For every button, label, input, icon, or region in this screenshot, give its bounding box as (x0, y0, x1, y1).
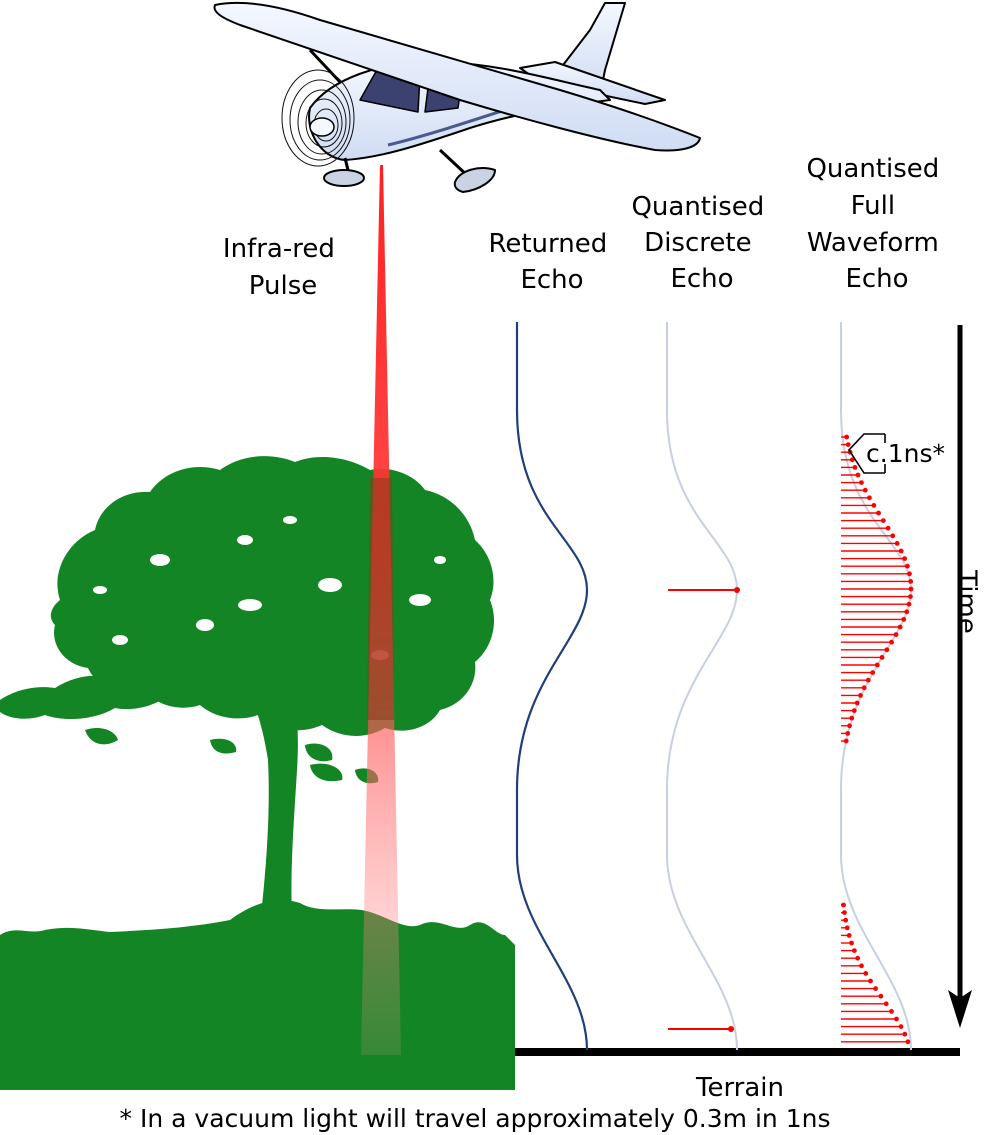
sample-point (868, 978, 873, 984)
sample-point (855, 472, 861, 478)
sample-point (880, 518, 886, 523)
discrete-echo-group (666, 322, 740, 1051)
sample-point (904, 609, 910, 615)
waveform-samples (841, 434, 914, 1045)
returned-echo-label: Returned Echo (488, 229, 615, 295)
sample-point (859, 963, 864, 969)
aircraft-icon (213, 1, 701, 193)
sample-point (893, 632, 899, 637)
tree-silhouette-icon (0, 456, 515, 1090)
sample-point (841, 902, 846, 908)
sample-point (901, 617, 907, 622)
sample-point (870, 670, 876, 675)
sample-point (890, 533, 896, 539)
sample-point (849, 457, 855, 463)
sample-point (873, 986, 878, 991)
sample-point (878, 993, 884, 999)
sample-point (876, 510, 881, 516)
full-waveform-echo-group (840, 322, 914, 1051)
sample-point (907, 571, 912, 577)
sample-point (885, 525, 891, 531)
sample-point (874, 662, 880, 668)
sample-point (852, 465, 858, 470)
beam-canopy-overlap (367, 478, 394, 720)
sample-point (898, 548, 904, 554)
sample-point (894, 541, 900, 546)
sample-point (845, 442, 851, 447)
sample-point (879, 655, 885, 660)
sample-point (847, 723, 852, 729)
sample-point (858, 693, 863, 698)
sample-point (845, 731, 851, 736)
sample-point (906, 601, 912, 607)
sample-point (898, 1024, 904, 1029)
sample-point (908, 594, 913, 599)
sample-point (843, 917, 849, 923)
sample-point (889, 639, 894, 645)
sample-point (843, 738, 849, 744)
canopy-gaps (93, 516, 446, 660)
sample-point (851, 708, 857, 713)
sample-point (851, 948, 857, 953)
returned-echo-curve (515, 322, 589, 1051)
sample-point (862, 487, 868, 493)
sample-point (905, 563, 910, 569)
sample-point (908, 579, 914, 584)
time-label: Time (952, 569, 982, 634)
interval-label: c.1ns* (866, 439, 945, 468)
sample-point (902, 1031, 908, 1037)
sample-point (865, 677, 871, 683)
sample-point (849, 715, 855, 721)
sample-point (842, 910, 847, 915)
footnote-text: * In a vacuum light will travel approxim… (120, 1104, 831, 1133)
sample-point (849, 940, 854, 946)
sample-point (846, 933, 852, 938)
sample-point (883, 1001, 889, 1007)
sample-point (854, 700, 860, 706)
discrete-echo-label: Quantised Discrete Echo (631, 192, 772, 294)
sample-point (884, 647, 890, 653)
sample-point (897, 624, 903, 630)
sample-point (902, 556, 908, 561)
sample-point (894, 1016, 899, 1022)
sample-point (889, 1009, 894, 1014)
sample-point (861, 685, 867, 691)
sample-point (859, 480, 864, 485)
full-waveform-echo-label: Quantised Full Waveform Echo (806, 154, 947, 294)
sample-point (905, 1039, 911, 1045)
sample-point (844, 434, 849, 440)
sample-point (908, 586, 914, 592)
interval-bracket (847, 433, 886, 474)
terrain-label: Terrain (695, 1073, 784, 1103)
sample-point (863, 971, 869, 976)
sample-point (844, 925, 850, 931)
sample-point (867, 495, 872, 501)
sample-point (871, 503, 877, 508)
sample-point (855, 955, 861, 961)
infrared-pulse-label: Infra-red Pulse (223, 234, 343, 301)
time-axis-arrow (948, 325, 972, 1028)
